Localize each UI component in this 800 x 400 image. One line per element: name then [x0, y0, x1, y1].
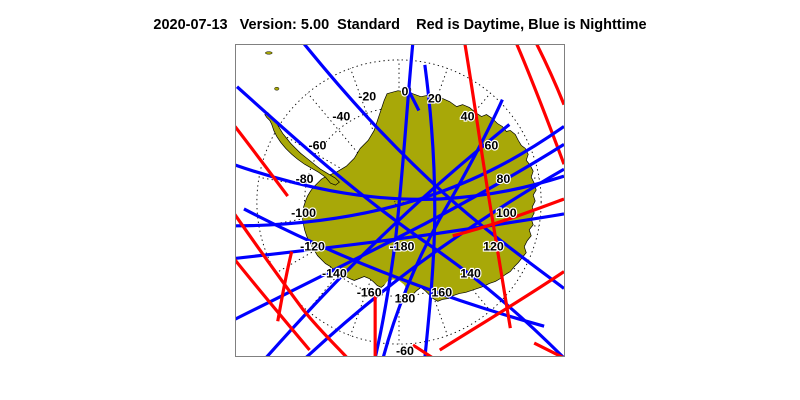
track-day-11: [535, 45, 564, 106]
track-day-2: [463, 45, 512, 329]
track-day-6: [236, 258, 311, 352]
label-lon-minus80: -80: [296, 172, 314, 186]
label-lon-40: 40: [461, 110, 475, 124]
polar-map-plot: -20 0 20 40 60 80 100 120 140 160 180 -1…: [235, 44, 565, 357]
track-night-10: [423, 64, 437, 356]
map-svg: -20 0 20 40 60 80 100 120 140 160 180 -1…: [236, 45, 564, 356]
antarctica-mainland: [302, 90, 537, 302]
label-lon-20: 20: [428, 92, 442, 106]
label-lon-180: 180: [395, 291, 416, 305]
label-lon-minus160: -160: [357, 285, 382, 299]
track-day-4: [438, 270, 564, 352]
track-night-4: [236, 163, 564, 201]
label-lon-minus120: -120: [300, 240, 325, 254]
track-day-9: [276, 251, 294, 322]
label-lon-0: 0: [402, 85, 409, 99]
page-title: 2020-07-13 Version: 5.00 Standard Red is…: [153, 17, 647, 33]
satellite-ground-tracks: [236, 45, 564, 356]
track-day-10: [412, 343, 433, 356]
track-night-11: [405, 86, 421, 112]
track-night-3: [302, 45, 564, 290]
latitude-circle-minus60: [256, 59, 542, 345]
track-night-7: [236, 212, 564, 260]
track-night-6: [236, 143, 564, 321]
label-lon-minus100: -100: [291, 206, 316, 220]
track-night-13: [243, 207, 545, 328]
graticule-labels: -20 0 20 40 60 80 100 120 140 160 180 -1…: [290, 84, 518, 356]
label-lon-minus140: -140: [322, 267, 347, 281]
pole-ring: [394, 197, 404, 207]
label-lon-minus20: -20: [358, 90, 376, 104]
label-lon-120: 120: [483, 240, 504, 254]
track-night-12: [265, 123, 511, 356]
island-north-2: [274, 86, 280, 91]
label-lat-minus60: -60: [396, 344, 414, 356]
track-day-1: [515, 45, 564, 165]
track-night-9: [382, 98, 504, 356]
track-day-8: [236, 125, 289, 197]
label-lon-100: 100: [496, 206, 517, 220]
island-north-1: [265, 51, 273, 55]
label-lon-80: 80: [496, 172, 510, 186]
label-lon-160: 160: [431, 285, 452, 299]
track-night-8: [305, 167, 564, 356]
label-lon-140: 140: [460, 267, 481, 281]
track-day-5: [236, 213, 348, 356]
label-lon-minus180: -180: [390, 240, 415, 254]
track-day-3: [452, 197, 564, 238]
label-lon-60: 60: [485, 138, 499, 152]
track-day-12: [533, 341, 564, 356]
label-lon-minus40: -40: [332, 110, 350, 124]
label-lon-minus60: -60: [309, 138, 327, 152]
